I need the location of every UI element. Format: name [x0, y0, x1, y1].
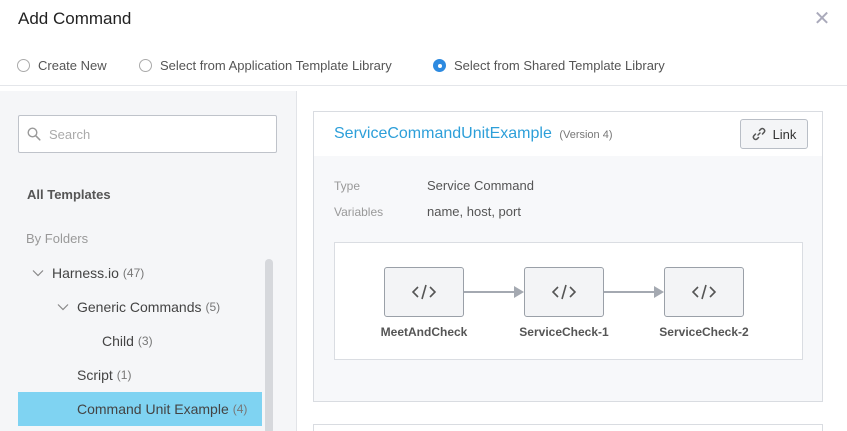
tree-item-generic-commands[interactable]: Generic Commands (5) [57, 299, 220, 315]
variables-label: Variables [334, 205, 384, 219]
sidebar-scrollbar[interactable] [265, 259, 273, 431]
search-box[interactable] [18, 115, 277, 153]
search-input[interactable] [49, 126, 259, 142]
template-name[interactable]: ServiceCommandUnitExample (Version 4) [334, 125, 613, 143]
step-label: MeetAndCheck [380, 325, 468, 339]
step-node[interactable] [384, 267, 464, 317]
radio-label: Create New [38, 58, 107, 73]
tree-item-count: (5) [205, 300, 221, 314]
tree-item-script[interactable]: Script (1) [77, 367, 131, 383]
template-card-next [313, 424, 823, 431]
tree-item-child[interactable]: Child (3) [102, 333, 153, 349]
chevron-down-icon[interactable] [57, 301, 69, 313]
code-icon [551, 284, 577, 300]
radio-create-new[interactable]: Create New [17, 58, 107, 73]
step-node[interactable] [664, 267, 744, 317]
tree-item-count: (3) [137, 334, 153, 348]
variables-value: name, host, port [427, 204, 521, 219]
radio-label: Select from Application Template Library [160, 58, 392, 73]
by-folders-heading: By Folders [26, 231, 89, 246]
step-label: ServiceCheck-2 [659, 325, 749, 339]
tree-item-label: Child [102, 333, 134, 349]
tree-item-count: (1) [116, 368, 132, 382]
code-icon [411, 284, 437, 300]
radio-application-library[interactable]: Select from Application Template Library [139, 58, 392, 73]
radio-button[interactable] [139, 59, 152, 72]
tree-item-command-unit-example[interactable]: Command Unit Example (4) [77, 401, 247, 417]
template-card: ServiceCommandUnitExample (Version 4) Li… [313, 111, 823, 402]
tree-item-selected-highlight[interactable] [18, 392, 262, 426]
step-node[interactable] [524, 267, 604, 317]
template-source-options: Create New Select from Application Templ… [0, 46, 847, 86]
step-label: ServiceCheck-1 [519, 325, 609, 339]
tree-item-label: Harness.io [52, 265, 119, 281]
tree-item-label: Generic Commands [77, 299, 202, 315]
type-label: Type [334, 179, 361, 193]
tree-item-count: (4) [232, 402, 248, 416]
code-icon [691, 284, 717, 300]
radio-label: Select from Shared Template Library [454, 58, 665, 73]
template-name-text: ServiceCommandUnitExample [334, 125, 552, 142]
link-button[interactable]: Link [740, 119, 808, 149]
template-version: (Version 4) [559, 129, 613, 141]
type-value: Service Command [427, 178, 534, 193]
tree-item-harness-io[interactable]: Harness.io (47) [32, 265, 144, 281]
link-button-label: Link [772, 126, 797, 142]
flow-arrow [464, 286, 524, 298]
template-preview-panel: ServiceCommandUnitExample (Version 4) Li… [298, 91, 847, 431]
command-flow-diagram: MeetAndCheck ServiceCheck-1 ServiceCheck [334, 242, 803, 360]
search-icon [27, 127, 41, 141]
close-icon[interactable]: ✕ [813, 8, 831, 30]
dialog-title: Add Command [18, 9, 132, 28]
tree-item-label: Command Unit Example [77, 401, 229, 417]
tree-item-count: (47) [122, 266, 145, 280]
template-card-header: ServiceCommandUnitExample (Version 4) Li… [314, 112, 822, 156]
all-templates-link[interactable]: All Templates [27, 187, 111, 202]
dialog-header: Add Command ✕ [0, 0, 847, 40]
tree-item-label: Script [77, 367, 113, 383]
chevron-down-icon[interactable] [32, 267, 44, 279]
radio-button[interactable] [17, 59, 30, 72]
template-sidebar: All Templates By Folders Harness.io (47)… [0, 91, 297, 431]
link-icon [752, 127, 765, 141]
radio-shared-library[interactable]: Select from Shared Template Library [433, 58, 665, 73]
flow-arrow [604, 286, 664, 298]
radio-button-checked[interactable] [433, 59, 446, 72]
